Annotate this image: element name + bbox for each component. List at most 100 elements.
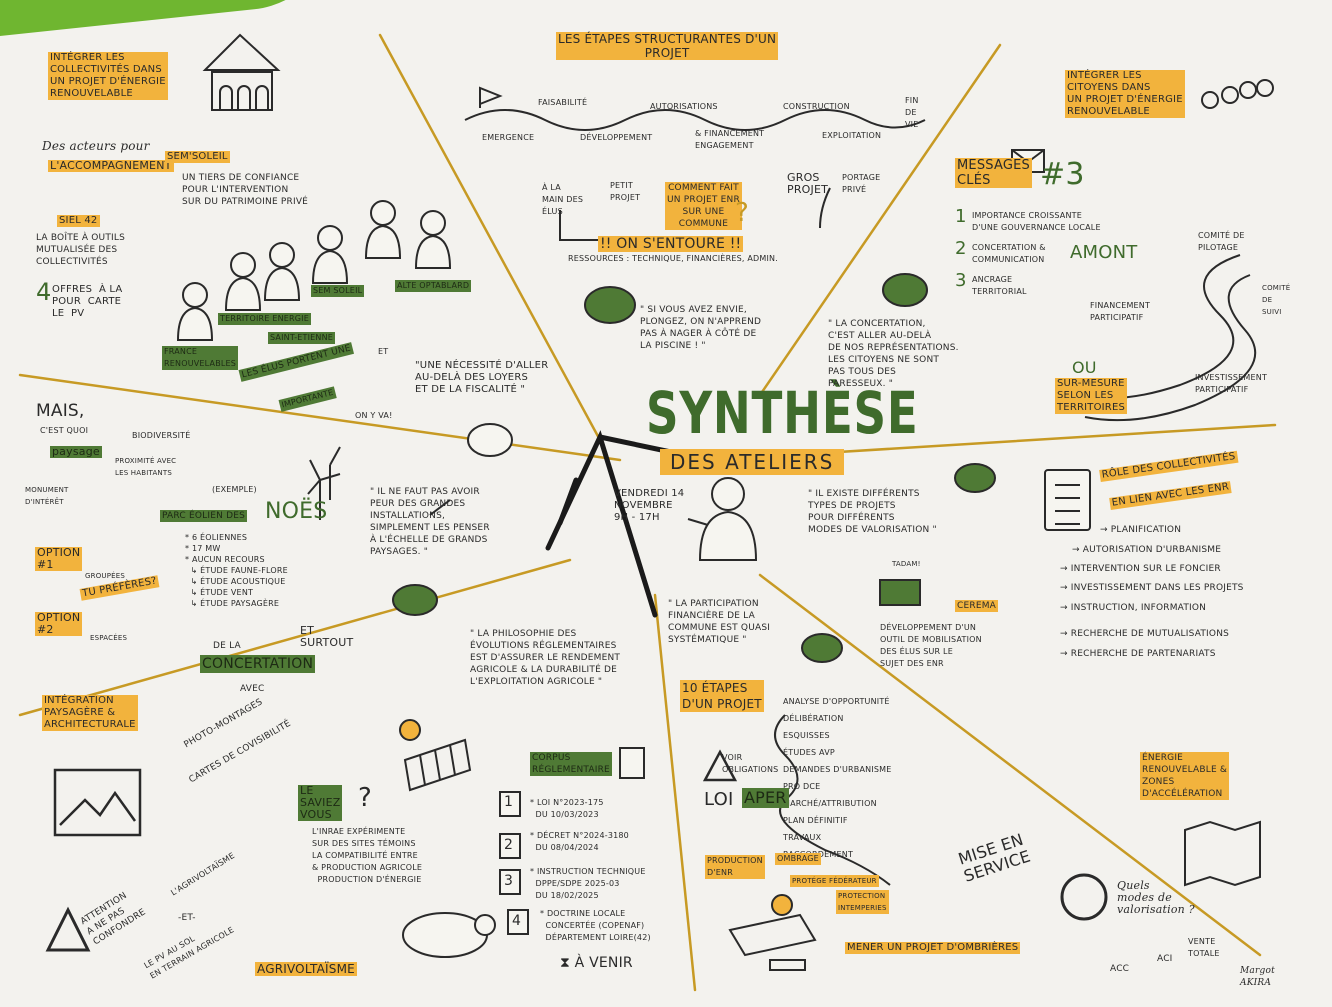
hero-subtitle: DES ATELIERS xyxy=(660,449,845,475)
br-prod: PRODUCTION D'ENR xyxy=(705,855,765,879)
bc-num-1: 2 xyxy=(504,837,514,853)
tr-fin: FINANCEMENT PARTICIPATIF xyxy=(1090,301,1151,322)
tc-alamain: À LA MAIN DES ÉLUS xyxy=(542,183,584,216)
mr-item-4: → INSTRUCTION, INFORMATION xyxy=(1060,603,1207,613)
bc-avenir: ⧗ À VENIR xyxy=(560,955,633,971)
bc-num-2: 3 xyxy=(504,873,514,889)
tl-l2: ALTE OPTABLARD xyxy=(395,280,472,292)
tl-title: INTÉGRER LES COLLECTIVITÉS DANS UN PROJE… xyxy=(48,52,168,100)
tl-boite: LA BOÎTE À OUTILS MUTUALISÉE DES COLLECT… xyxy=(36,233,126,267)
tr-invest: INVESTISSEMENT PARTICIPATIF xyxy=(1195,373,1268,394)
ml-et: ET SURTOUT xyxy=(300,624,354,649)
bl-et: -ET- xyxy=(178,913,196,923)
ml-exemple: (EXEMPLE) xyxy=(212,485,257,494)
tc-petit: PETIT PROJET xyxy=(610,181,641,202)
tr-m2: CONCERTATION & COMMUNICATION xyxy=(972,243,1046,264)
tl-l7: ET xyxy=(378,347,389,356)
br-vente: VENTE TOTALE xyxy=(1188,937,1220,958)
bc-item-3: * DOCTRINE LOCALE CONCERTÉE (COPENAF) DÉ… xyxy=(540,909,651,942)
ml-mais: MAIS, xyxy=(36,401,85,421)
mr-tada: TADAM! xyxy=(892,560,921,568)
bc-participation: " LA PARTICIPATION FINANCIÈRE DE LA COMM… xyxy=(668,599,771,645)
bc-corpus: CORPUS RÉGLEMENTAIRE xyxy=(530,752,612,776)
ml-parc: PARC ÉOLIEN DES xyxy=(160,510,248,522)
tl-accomp: L'ACCOMPAGNEMENT xyxy=(48,159,174,172)
br-mener: MENER UN PROJET D'OMBRIÈRES xyxy=(845,942,1021,954)
tr-m1: IMPORTANCE CROISSANTE D'UNE GOUVERNANCE … xyxy=(972,211,1101,232)
br-aci: ACI xyxy=(1157,954,1173,964)
ml-monument: MONUMENT D'INTÉRÊT xyxy=(25,486,69,506)
tc-step-3: FIN DE VIE xyxy=(905,96,919,129)
mr-cerema: CEREMA xyxy=(955,600,999,612)
tc-quote: " SI VOUS AVEZ ENVIE, PLONGEZ, ON N'APPR… xyxy=(640,305,762,351)
bl-integration: INTÉGRATION PAYSAGÈRE & ARCHITECTURALE xyxy=(42,695,138,731)
bl-saviez: LE SAVIEZ VOUS xyxy=(298,784,343,821)
ml-espaced: ESPACÉES xyxy=(90,634,128,642)
tc-step-7: EXPLOITATION xyxy=(822,131,882,140)
ml-avec: AVEC xyxy=(240,684,265,694)
mr-item-2: → INTERVENTION SUR LE FONCIER xyxy=(1060,564,1221,574)
tc-step-2: CONSTRUCTION xyxy=(783,102,850,111)
mr-dev: DÉVELOPPEMENT D'UN OUTIL DE MOBILISATION… xyxy=(880,623,982,668)
br-aper: APER xyxy=(742,788,789,808)
br-etapes: 10 ÉTAPES D'UN PROJET xyxy=(680,680,764,712)
ml-prox: PROXIMITÉ AVEC LES HABITANTS xyxy=(115,457,177,477)
ml-list: * 6 ÉOLIENNES * 17 MW * AUCUN RECOURS ↳ … xyxy=(185,533,288,608)
mr-item-5: → RECHERCHE DE MUTUALISATIONS xyxy=(1060,629,1230,639)
ml-quote: " IL NE FAUT PAS AVOIR PEUR DES GRANDES … xyxy=(370,487,490,557)
ml-concert: CONCERTATION xyxy=(200,655,316,673)
bc-item-2: * INSTRUCTION TECHNIQUE DPPE/SDPE 2025-0… xyxy=(530,867,646,900)
tr-surmesure: SUR-MESURE SELON LES TERRITOIRES xyxy=(1055,378,1128,414)
tl-semsoleil: SEM'SOLEIL xyxy=(165,151,230,163)
ml-grouped: GROUPÉES xyxy=(85,572,126,580)
tc-comment: COMMENT FAIT UN PROJET ENR SUR UNE COMMU… xyxy=(665,182,742,230)
tc-step-6: & FINANCEMENT ENGAGEMENT xyxy=(695,129,765,150)
br-protege: PROTÉGE FÉDÉRATEUR xyxy=(790,875,879,887)
tl-l4: SAINT-ETIENNE xyxy=(268,332,336,344)
ml-noes: NOËS xyxy=(265,499,328,524)
tl-l3: TERRITOIRE ENERGIE xyxy=(218,313,311,325)
tl-four: 4 xyxy=(36,278,52,306)
br-quels: Quels modes de valorisation ? xyxy=(1117,879,1195,916)
bc-quote: " LA PHILOSOPHIE DES ÉVOLUTIONS RÉGLEMEN… xyxy=(470,629,621,687)
ml-opt1: OPTION #1 xyxy=(35,546,83,571)
bc-num-3: 4 xyxy=(512,913,522,929)
br-loi: LOI xyxy=(704,789,734,810)
tc-step-4: EMERGENCE xyxy=(482,133,535,142)
tr-quote: " LA CONCERTATION, C'EST ALLER AU-DELÀ D… xyxy=(828,319,959,389)
tr-amont: AMONT xyxy=(1070,242,1138,263)
ml-cest: C'EST QUOI xyxy=(40,426,89,435)
mr-item-0: → PLANIFICATION xyxy=(1100,525,1182,535)
bc-item-0: * LOI N°2023-175 du 10/03/2023 xyxy=(530,798,604,819)
bl-inrae: L'INRAE EXPÉRIMENTE SUR DES SITES TÉMOIN… xyxy=(312,827,423,884)
tl-l1: SEM SOLEIL xyxy=(311,285,365,297)
tc-step-1: AUTORISATIONS xyxy=(650,102,718,111)
bl-agri: AGRIVOLTAÏSME xyxy=(255,962,357,976)
tr-messages: MESSAGES CLÉS xyxy=(955,158,1032,188)
tr-n1: 1 xyxy=(955,206,967,227)
br-acc: ACC xyxy=(1110,964,1130,974)
br-protec: PROTECTION INTEMPERIES xyxy=(836,890,889,914)
tr-ou: OU xyxy=(1072,358,1097,377)
bl-q: ? xyxy=(358,783,372,813)
ml-paysage: paysage xyxy=(50,445,102,458)
tc-step-0: FAISABILITÉ xyxy=(538,98,588,107)
tr-title: INTÉGRER LES CITOYENS DANS UN PROJET D'É… xyxy=(1065,70,1185,118)
tc-title: LES ÉTAPES STRUCTURANTES D'UN PROJET xyxy=(556,32,779,60)
br-energie: ÉNERGIE RENOUVELABLE & ZONES D'ACCÉLÉRAT… xyxy=(1140,752,1230,800)
hero-title: SYNTHÈSE xyxy=(646,379,919,447)
tr-comite: COMITÉ DE PILOTAGE xyxy=(1198,231,1245,252)
tc-step-5: DÉVELOPPEMENT xyxy=(580,133,653,142)
tl-necessite: "UNE NÉCESSITÉ D'ALLER AU-DELÀ DES LOYER… xyxy=(415,360,549,395)
tc-entoure: !! ON S'ENTOURE !! xyxy=(598,236,744,252)
tl-l5: FRANCE RENOUVELABLES xyxy=(162,346,239,370)
tc-portage: PORTAGE PRIVÉ xyxy=(842,173,881,194)
tr-n3: 3 xyxy=(955,270,967,291)
br-ombrage: OMBRAGE xyxy=(775,853,821,865)
tr-n2: 2 xyxy=(955,238,967,259)
mr-item-3: → INVESTISSEMENT DANS LES PROJETS xyxy=(1060,583,1244,593)
tl-on: ON Y VA! xyxy=(355,411,393,420)
tl-tiers: UN TIERS DE CONFIANCE POUR L'INTERVENTIO… xyxy=(182,173,309,207)
